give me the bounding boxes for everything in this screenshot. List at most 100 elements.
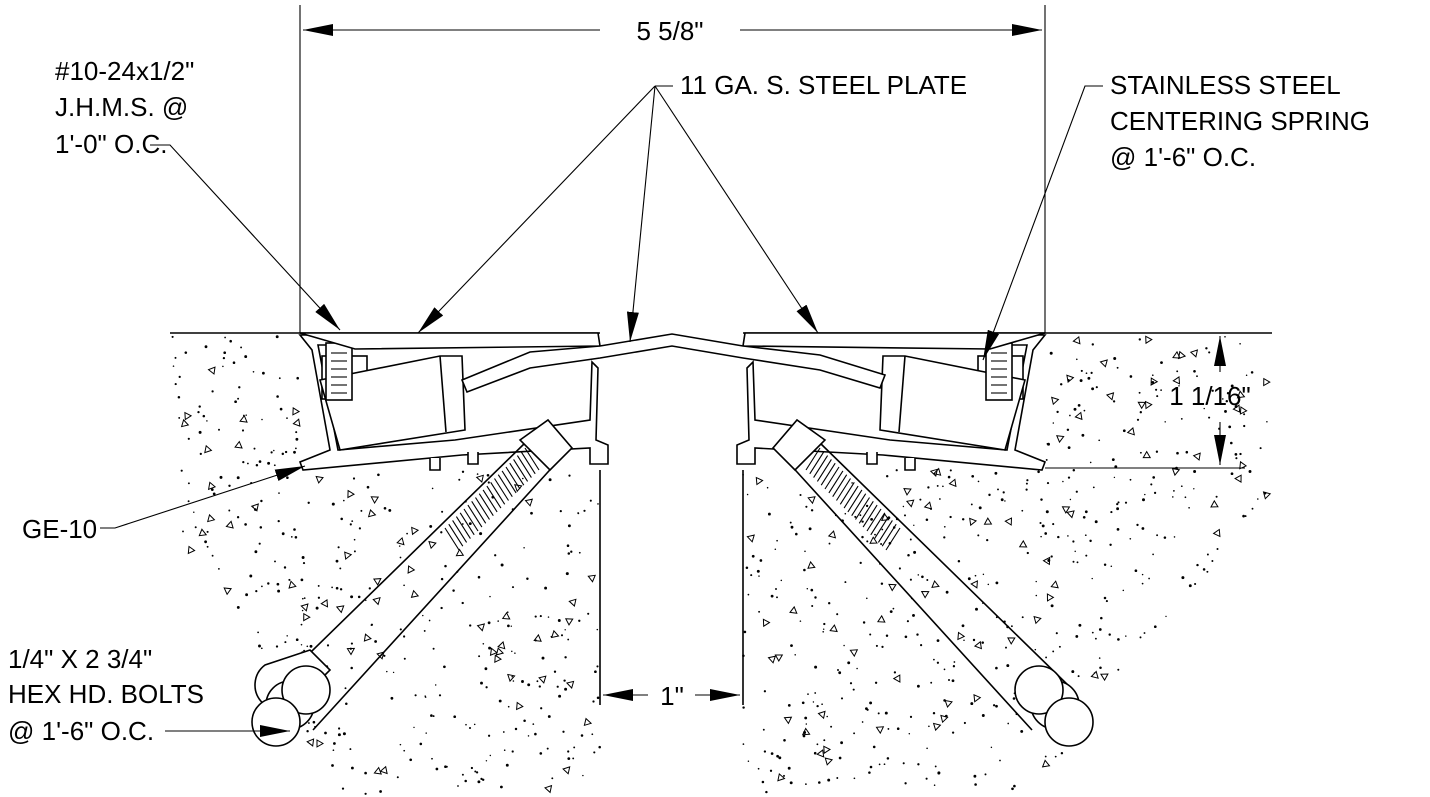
concrete-dot <box>252 370 255 373</box>
concrete-dot <box>228 484 231 487</box>
concrete-dot <box>240 346 243 349</box>
concrete-dot <box>1040 498 1043 501</box>
concrete-dot <box>856 667 858 670</box>
concrete-dot <box>536 680 539 683</box>
concrete-dot <box>563 679 566 682</box>
concrete-dot <box>262 371 265 375</box>
concrete-dot <box>1185 450 1189 454</box>
concrete-dot <box>951 731 955 734</box>
concrete-dot <box>228 509 231 512</box>
concrete-aggregate <box>1239 406 1248 415</box>
concrete-dot <box>1076 358 1078 361</box>
concrete-dot <box>301 556 305 559</box>
concrete-dot <box>534 615 537 618</box>
concrete-dot <box>939 498 941 500</box>
concrete-dot <box>204 345 208 349</box>
concrete-dot <box>422 614 424 617</box>
concrete-dot <box>984 773 987 776</box>
concrete-dot <box>1072 469 1076 472</box>
concrete-dot <box>1202 568 1206 571</box>
concrete-dot <box>276 395 279 398</box>
concrete-aggregate <box>892 674 901 683</box>
concrete-aggregate <box>1100 673 1109 682</box>
bolt-thread <box>877 520 893 543</box>
concrete-dot <box>1026 479 1029 482</box>
concrete-dot <box>919 498 922 501</box>
concrete-dot <box>560 634 564 637</box>
concrete-dot <box>1109 543 1112 546</box>
concrete-dot <box>1082 515 1086 519</box>
concrete-dot <box>844 581 847 584</box>
concrete-dot <box>790 644 793 647</box>
concrete-dot <box>452 589 455 592</box>
concrete-dot <box>1138 338 1142 341</box>
concrete-dot <box>790 525 794 529</box>
concrete-dot <box>538 685 541 688</box>
bolt-thread <box>847 489 863 513</box>
concrete-aggregate <box>817 710 826 720</box>
concrete-dot <box>1098 439 1101 442</box>
concrete-dot <box>546 747 549 750</box>
concrete-aggregate <box>292 407 301 416</box>
concrete-dot <box>1244 515 1247 518</box>
concrete-aggregate <box>587 574 596 583</box>
concrete-dot <box>489 754 492 757</box>
concrete-dot <box>514 652 516 654</box>
concrete-dot <box>1134 569 1138 573</box>
concrete-dot <box>978 506 982 510</box>
concrete-dot <box>370 624 373 626</box>
concrete-dot <box>874 533 876 536</box>
concrete-dot <box>1098 628 1102 631</box>
concrete-dot <box>573 746 576 749</box>
concrete-dot <box>172 365 175 367</box>
concrete-aggregate <box>300 603 309 612</box>
concrete-dot <box>997 488 999 491</box>
concrete-dot <box>286 417 288 419</box>
concrete-dot <box>1000 498 1004 502</box>
concrete-dot <box>1090 371 1093 374</box>
callout-profile: GE-10 <box>22 465 306 544</box>
concrete-dot <box>234 400 237 404</box>
concrete-dot <box>475 771 479 774</box>
concrete-dot <box>1046 482 1050 485</box>
concrete-dot <box>961 518 965 521</box>
concrete-dot <box>206 530 209 533</box>
concrete-dot <box>1075 634 1079 638</box>
concrete-dot <box>589 499 592 502</box>
concrete-dot <box>494 554 497 557</box>
concrete-dot <box>917 574 920 576</box>
concrete-dot <box>487 621 491 625</box>
concrete-dot <box>587 612 590 615</box>
bolts-label-line1: 1/4" X 2 3/4" <box>8 644 152 674</box>
concrete-dot <box>881 528 884 531</box>
concrete-dot <box>485 686 488 689</box>
concrete-dot <box>971 474 975 478</box>
concrete-dot <box>972 638 976 642</box>
concrete-dot <box>478 655 481 658</box>
concrete-dot <box>278 492 280 494</box>
concrete-dot <box>488 646 492 650</box>
concrete-dot <box>461 601 464 605</box>
concrete-dot <box>258 644 261 648</box>
concrete-dot <box>540 707 543 710</box>
concrete-dot <box>399 628 402 631</box>
concrete-aggregate <box>1212 528 1221 538</box>
concrete-dot <box>364 771 367 775</box>
concrete-dot <box>302 562 306 565</box>
concrete-dot <box>461 523 464 525</box>
concrete-dot <box>1005 646 1007 649</box>
concrete-dot <box>995 704 998 708</box>
concrete-aggregate <box>1210 499 1219 508</box>
concrete-dot <box>851 482 853 484</box>
concrete-dot <box>870 518 873 521</box>
bolt-thread <box>839 482 855 505</box>
bolt-thread <box>497 474 513 497</box>
concrete-dot <box>399 556 402 559</box>
concrete-dot <box>763 690 767 693</box>
concrete-dot <box>878 763 881 766</box>
concrete-dot <box>1059 383 1063 386</box>
concrete-aggregate <box>225 520 234 529</box>
concrete-dot <box>1087 376 1091 380</box>
concrete-dot <box>223 351 227 355</box>
concrete-dot <box>758 610 761 613</box>
